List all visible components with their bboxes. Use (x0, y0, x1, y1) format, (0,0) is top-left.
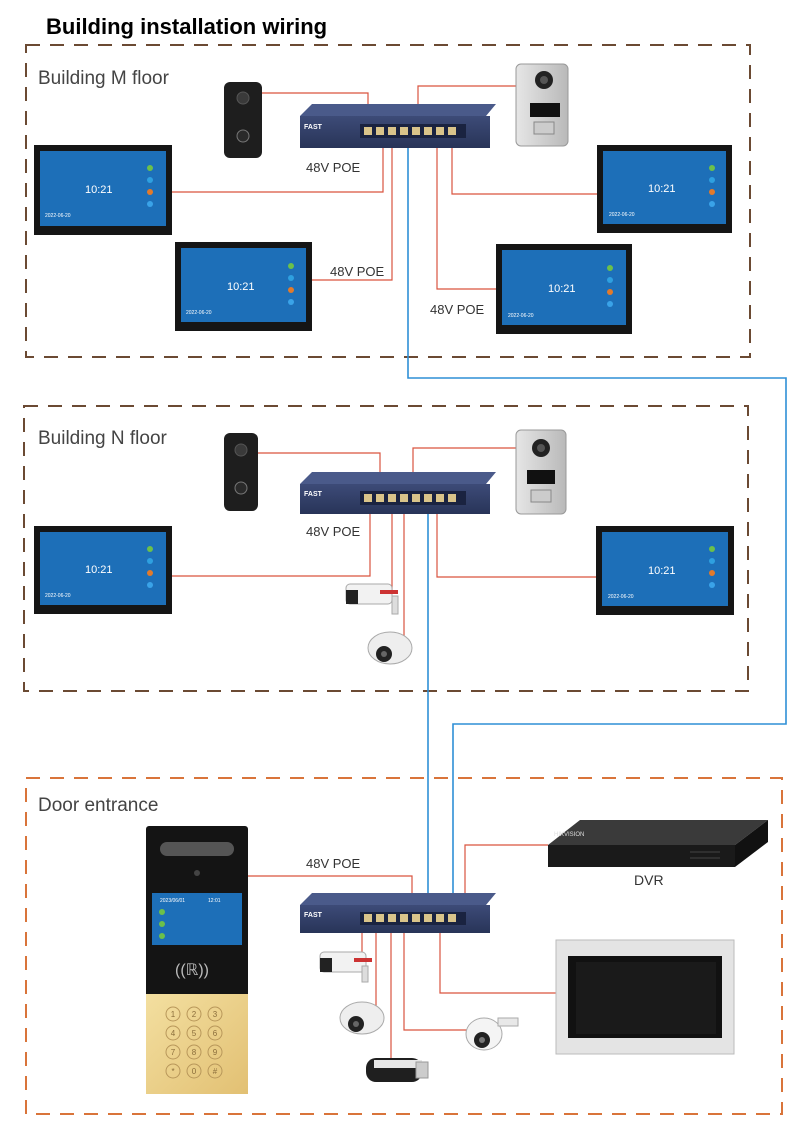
zone-border-building-n (23, 405, 749, 692)
keypad-key-6 (207, 1025, 223, 1041)
switch-brand-m: FAST (304, 124, 323, 131)
ptz-dome-camera-door (465, 1017, 519, 1051)
monitor-date-m-1: 2022-06-20 (45, 213, 71, 219)
keypad-key-7 (165, 1044, 181, 1060)
bullet-camera-n (345, 583, 399, 615)
villa-door-station-m (515, 63, 569, 147)
keypad-key-4 (165, 1025, 181, 1041)
monitor-time-m-2: 10:21 (648, 183, 676, 195)
keypad-key-11 (186, 1063, 202, 1079)
monitor-date-m-3: 2022-06-20 (186, 310, 212, 316)
poe-label-n-switch: 48V POE (306, 524, 361, 539)
monitor-time-m-3: 10:21 (227, 281, 255, 293)
indoor-monitor-m-3: 10:21 2022-06-20 (175, 242, 312, 331)
wire-n-monitor-right (436, 506, 596, 578)
dvr-label: DVR (634, 872, 664, 888)
keypad-key-label: # (213, 1067, 218, 1076)
keypad-key-label: 5 (192, 1029, 197, 1038)
keypad-key-9 (207, 1044, 223, 1060)
switch-brand-door: FAST (304, 912, 323, 919)
zone-border-building-m (25, 44, 751, 358)
poe-switch-door: FAST (300, 893, 496, 933)
wire-door-dvr (464, 844, 548, 893)
wire-m-monitor-left (172, 146, 384, 193)
panel-time: 12:01 (208, 898, 221, 904)
poe-label-m-left: 48V POE (330, 264, 385, 279)
keypad-key-label: 7 (171, 1048, 176, 1057)
video-doorbell-n (224, 433, 258, 511)
keypad-key-label: 9 (213, 1048, 218, 1057)
monitor-date-n-1: 2022-06-20 (45, 593, 71, 599)
keypad-key-1 (165, 1006, 181, 1022)
poe-label-m-right: 48V POE (430, 302, 485, 317)
bullet-camera-door-1 (319, 951, 372, 983)
indoor-monitor-n-1: 10:21 2022-06-20 (34, 526, 172, 614)
keypad-key-label: 8 (192, 1048, 197, 1057)
keypad-key-2 (186, 1006, 202, 1022)
keypad-key-label: 4 (171, 1029, 176, 1038)
large-monitor-door (555, 939, 735, 1055)
wire-m-monitor-right (451, 146, 597, 195)
monitor-date-n-2: 2022-06-20 (608, 594, 634, 600)
poe-switch-m: FAST (300, 104, 496, 148)
monitor-time-m-4: 10:21 (548, 283, 576, 295)
panel-date: 2023/06/01 (160, 898, 185, 904)
zone-label-building-m: Building M floor (38, 68, 169, 89)
dvr-recorder: HIKVISION (548, 820, 768, 867)
monitor-time-m-1: 10:21 (85, 184, 113, 196)
wire-n-monitor-left (172, 506, 371, 577)
indoor-monitor-m-2: 10:21 2022-06-20 (597, 145, 732, 233)
indoor-monitor-n-2: 10:21 2022-06-20 (596, 526, 734, 615)
indoor-monitor-m-1: 10:21 2022-06-20 (34, 145, 172, 235)
switch-brand-n: FAST (304, 491, 323, 498)
poe-label-m-switch: 48V POE (306, 160, 361, 175)
keypad-key-10 (165, 1063, 181, 1079)
poe-switch-n: FAST (300, 472, 496, 514)
keypad-key-8 (186, 1044, 202, 1060)
network-wire-m-to-door (407, 146, 787, 893)
wire-door-ptz-camera (403, 920, 470, 1031)
bullet-camera-door-2 (366, 1058, 429, 1082)
zone-border-door-entrance (25, 777, 783, 1115)
poe-label-door: 48V POE (306, 856, 361, 871)
zone-label-door-entrance: Door entrance (38, 795, 159, 816)
zone-label-building-n: Building N floor (38, 428, 167, 449)
keypad: 1 2 3 4 5 6 7 8 9 * 0 # (165, 1006, 223, 1079)
monitor-date-m-2: 2022-06-20 (609, 212, 635, 218)
keypad-key-label: 2 (192, 1010, 197, 1019)
monitor-time-n-2: 10:21 (648, 565, 676, 577)
keypad-key-label: 3 (213, 1010, 218, 1019)
keypad-key-label: * (171, 1067, 174, 1076)
keypad-key-12 (207, 1063, 223, 1079)
video-doorbell-m (224, 82, 262, 158)
rfid-icon: ((ℝ)) (175, 962, 209, 979)
outdoor-door-station: 2023/06/01 12:01 ((ℝ)) (146, 826, 248, 1094)
wire-door-monitor (439, 920, 556, 994)
indoor-monitor-m-4: 10:21 2022-06-20 (496, 244, 632, 334)
wire-m-monitor-center (312, 146, 393, 281)
dome-camera-door (339, 1001, 385, 1035)
keypad-key-3 (207, 1006, 223, 1022)
diagram-title: Building installation wiring (46, 14, 328, 39)
wire-m-monitor-bottom-right (436, 146, 496, 290)
monitor-time-n-1: 10:21 (85, 564, 113, 576)
keypad-key-label: 1 (171, 1010, 176, 1019)
monitor-date-m-4: 2022-06-20 (508, 313, 534, 319)
keypad-key-label: 0 (192, 1067, 197, 1076)
keypad-key-label: 6 (213, 1029, 218, 1038)
dome-camera-n (367, 631, 413, 665)
keypad-key-5 (186, 1025, 202, 1041)
wire-door-panel (248, 875, 413, 893)
villa-door-station-n (515, 429, 567, 515)
dvr-brand: HIKVISION (554, 832, 584, 838)
